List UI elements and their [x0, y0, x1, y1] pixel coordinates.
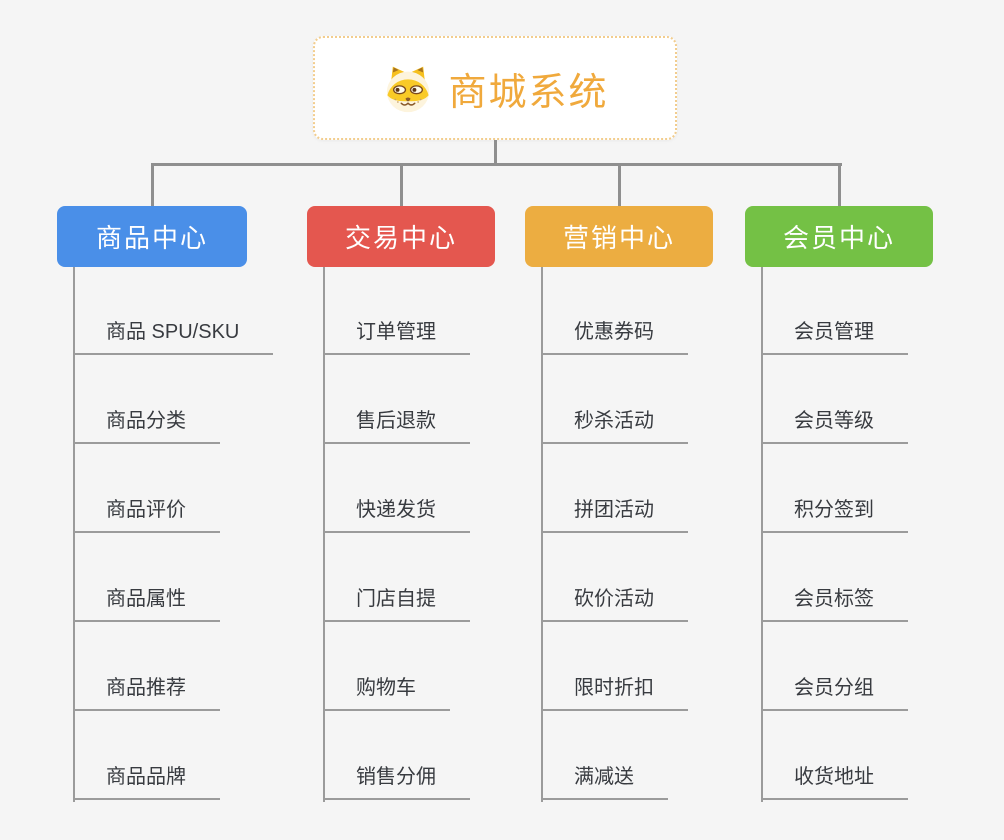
connector-horizontal: [152, 163, 842, 166]
root-title: 商城系统: [448, 71, 609, 114]
branch-trunk-1: [323, 267, 325, 802]
branch-node-1[interactable]: 交易中心: [307, 206, 495, 267]
leaf-node[interactable]: 门店自提: [323, 586, 470, 622]
connector-drop-1: [399, 163, 403, 206]
leaf-node[interactable]: 商品评价: [73, 497, 220, 533]
branch-label: 交易中心: [344, 223, 457, 253]
leaf-node[interactable]: 限时折扣: [541, 675, 688, 711]
connector-drop-3: [837, 163, 841, 206]
leaf-node[interactable]: 会员等级: [761, 408, 908, 444]
leaf-node[interactable]: 拼团活动: [541, 497, 688, 533]
connector-drop-2: [617, 163, 621, 206]
leaf-node[interactable]: 订单管理: [323, 319, 470, 355]
branch-label: 营销中心: [562, 223, 675, 253]
leaf-node[interactable]: 秒杀活动: [541, 408, 688, 444]
dog-face-icon: [381, 64, 435, 113]
leaf-node[interactable]: 会员管理: [761, 319, 908, 355]
leaf-node[interactable]: 满减送: [541, 764, 668, 800]
leaf-node[interactable]: 会员分组: [761, 675, 908, 711]
leaf-node[interactable]: 商品推荐: [73, 675, 220, 711]
branch-trunk-3: [761, 267, 763, 802]
leaf-node[interactable]: 商品属性: [73, 586, 220, 622]
branch-node-3[interactable]: 会员中心: [745, 206, 933, 267]
root-node[interactable]: 商城系统: [313, 36, 677, 140]
leaf-node[interactable]: 会员标签: [761, 586, 908, 622]
leaf-node[interactable]: 砍价活动: [541, 586, 688, 622]
leaf-node[interactable]: 商品 SPU/SKU: [73, 319, 274, 355]
branch-label: 商品中心: [95, 223, 208, 253]
branch-label: 会员中心: [782, 223, 895, 253]
leaf-node[interactable]: 商品品牌: [73, 764, 220, 800]
branch-trunk-2: [541, 267, 543, 802]
leaf-node[interactable]: 快递发货: [323, 497, 470, 533]
leaf-node[interactable]: 收货地址: [761, 764, 908, 800]
branch-trunk-0: [73, 267, 75, 802]
branch-node-0[interactable]: 商品中心: [57, 206, 247, 267]
branch-node-2[interactable]: 营销中心: [525, 206, 713, 267]
connector-root-stub: [493, 140, 497, 166]
leaf-node[interactable]: 购物车: [323, 675, 450, 711]
leaf-node[interactable]: 销售分佣: [323, 764, 470, 800]
leaf-node[interactable]: 售后退款: [323, 408, 470, 444]
leaf-node[interactable]: 积分签到: [761, 497, 908, 533]
connector-drop-0: [150, 163, 154, 206]
leaf-node[interactable]: 优惠券码: [541, 319, 688, 355]
leaf-node[interactable]: 商品分类: [73, 408, 220, 444]
